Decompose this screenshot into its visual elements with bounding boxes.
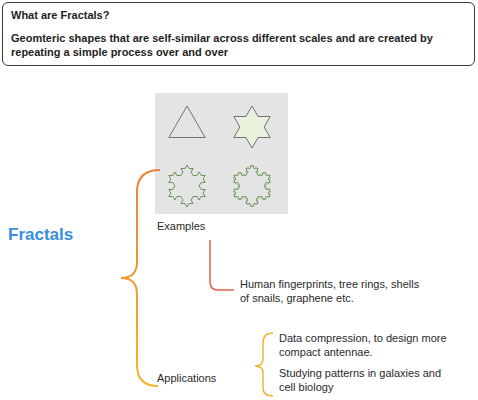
definition-box: What are Fractals? Geomteric shapes that … [2, 2, 475, 66]
koch-snowflakes [169, 106, 270, 207]
snowflake [169, 165, 205, 207]
main-brace [121, 170, 160, 386]
snowflake [234, 106, 270, 148]
central-topic: Fractals [8, 225, 73, 245]
snowflake [169, 106, 205, 138]
box-heading: What are Fractals? [11, 8, 466, 22]
application-text: Data compression, to design more compact… [279, 331, 459, 359]
box-body: Geomteric shapes that are self-similar a… [11, 31, 466, 59]
applications-brace [255, 333, 273, 396]
branch-label: Applications [157, 371, 216, 385]
snowflake [234, 165, 270, 207]
example-text: Human fingerprints, tree rings, shells o… [240, 277, 430, 305]
application-text: Studying patterns in galaxies and cell b… [279, 366, 459, 394]
leader-line [210, 240, 234, 290]
image-panel [155, 93, 288, 214]
branch-label: Examples [157, 219, 205, 233]
